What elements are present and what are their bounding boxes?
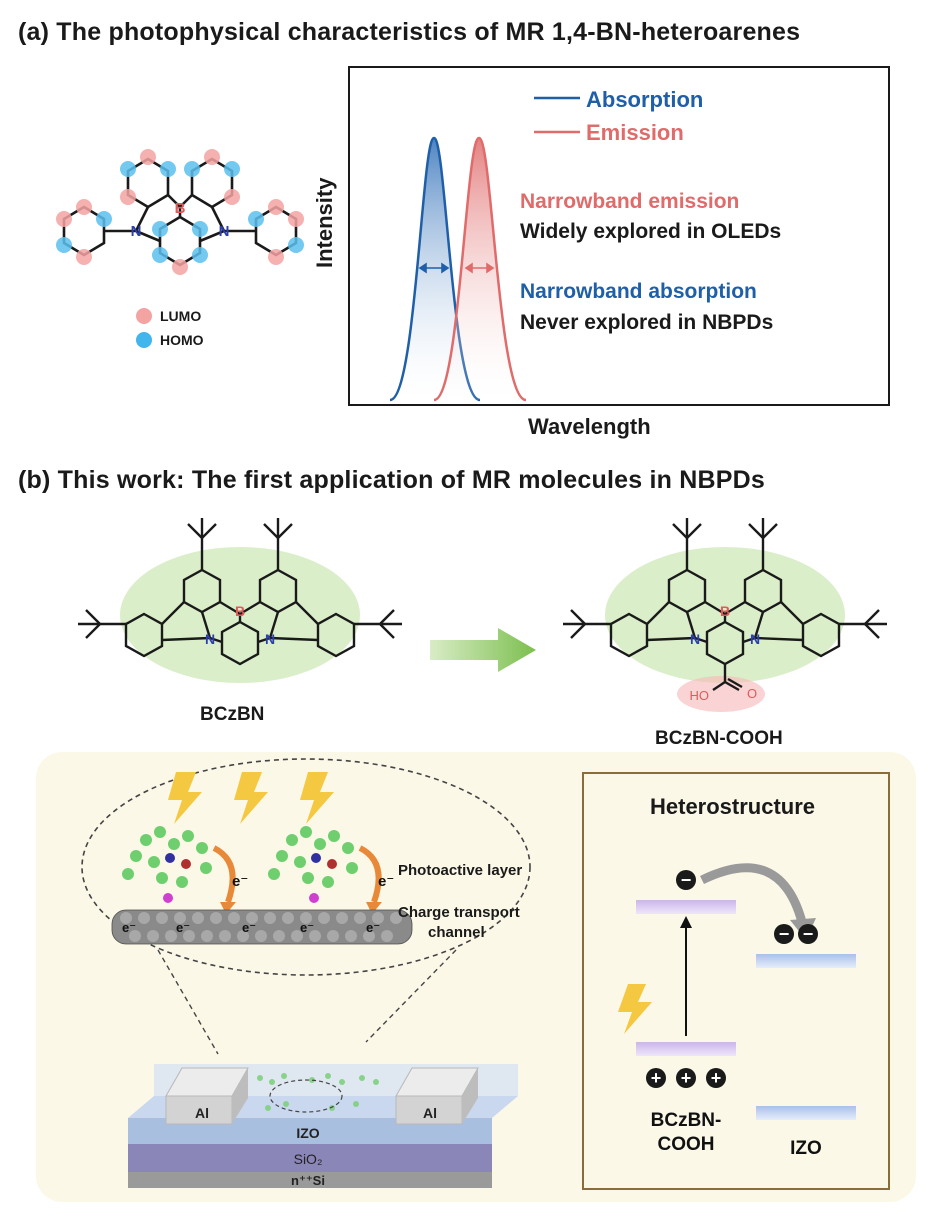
molecule-cluster-left (122, 826, 212, 903)
emission-curve (433, 136, 527, 402)
cooh-ho: HO (690, 688, 710, 703)
chart-ylabel: Intensity (312, 177, 337, 268)
heterostructure-title: Heterostructure (650, 794, 816, 819)
holes-on-donor (646, 1068, 726, 1088)
izo-upper-level (756, 954, 856, 968)
minus-sign: − (779, 924, 790, 944)
electron-label: e⁻ (242, 920, 256, 935)
channel-label-line1: Charge transport (398, 904, 520, 921)
electrons-on-izo (774, 924, 818, 944)
mr-heteroarene-structure: B N N (56, 149, 304, 275)
minus-sign: − (803, 924, 814, 944)
donor-label-line1: BCzBN- (651, 1110, 722, 1131)
emission-legend-label: Emission (586, 120, 684, 145)
panel-b-heading: (b) This work: The first application of … (18, 466, 765, 494)
acceptor-label: IZO (790, 1138, 822, 1159)
electron-label-transfer-left: e⁻ (232, 873, 248, 890)
bczbn-boron: B (235, 603, 245, 619)
absorption-legend-label: Absorption (586, 87, 703, 112)
channel-label-line2: channel (428, 924, 485, 941)
nitrogen-atom-right: N (219, 223, 230, 240)
emission-fwhm-arrow (464, 262, 495, 274)
note-absorption-text: Never explored in NBPDs (520, 311, 773, 334)
heterostructure-box (582, 772, 890, 1190)
electron-label: e⁻ (176, 920, 190, 935)
nitrogen-atom-left: N (131, 223, 142, 240)
electrode-right-label: Al (423, 1105, 437, 1121)
conversion-arrow (430, 628, 536, 672)
donor-label-line2: COOH (658, 1134, 715, 1155)
sio2-layer-front (128, 1144, 492, 1172)
plus-sign: + (711, 1068, 722, 1088)
plus-sign: + (681, 1068, 692, 1088)
note-emission-text: Widely explored in OLEDs (520, 220, 781, 243)
plus-sign: + (651, 1068, 662, 1088)
sio2-layer-label: SiO₂ (294, 1151, 323, 1167)
bczbn-cooh-nitrogen-left: N (690, 631, 700, 647)
panel-a-heading: (a) The photophysical characteristics of… (18, 18, 801, 46)
minus-sign: − (681, 870, 692, 890)
si-layer-label: n⁺⁺Si (291, 1173, 325, 1188)
electron-on-donor (676, 870, 696, 890)
boron-atom: B (175, 200, 186, 217)
note-emission-title: Narrowband emission (520, 190, 739, 213)
photodetector-device: e⁻ e⁻ e⁻ e⁻ e⁻ e⁻ e⁻ Al Al IZO SiO₂ n⁺⁺S… (81, 758, 531, 1188)
band-diagram: − − − + + + BCzBN- COOH IZO (618, 863, 856, 1159)
bczbn-cooh-nitrogen-right: N (750, 631, 760, 647)
donor-lumo-level (636, 900, 736, 914)
transfer-arrow-right (358, 845, 382, 903)
izo-layer-label: IZO (296, 1125, 319, 1141)
bczbn-cooh-name: BCzBN-COOH (655, 728, 783, 749)
channel-atoms (120, 912, 402, 942)
donor-homo-level (636, 1042, 736, 1056)
lumo-label: LUMO (160, 308, 202, 324)
electron-label: e⁻ (300, 920, 314, 935)
bczbn-nitrogen-right: N (265, 631, 275, 647)
zoom-ellipse (81, 758, 531, 976)
electrode-left-label: Al (195, 1105, 209, 1121)
lumo-swatch (136, 308, 152, 324)
si-layer-front (128, 1172, 492, 1188)
izo-lower-level (756, 1106, 856, 1120)
bczbn-name: BCzBN (200, 704, 265, 725)
electron-label-transfer-right: e⁻ (378, 873, 394, 890)
light-bolts (168, 772, 334, 824)
bczbn-structure: B N N (78, 518, 402, 683)
bczbn-cooh-boron: B (720, 603, 730, 619)
homo-label: HOMO (160, 332, 204, 348)
bczbn-cooh-structure: B N N HO O (563, 518, 887, 712)
electron-label: e⁻ (122, 920, 136, 935)
bczbn-nitrogen-left: N (205, 631, 215, 647)
electron-label: e⁻ (366, 920, 380, 935)
homo-swatch (136, 332, 152, 348)
spectrum-chart: Absorption Emission Narrowband emission … (348, 66, 890, 406)
absorption-fwhm-arrow (418, 262, 450, 274)
molecule-cluster-right (268, 826, 358, 903)
light-bolt-icon (618, 984, 652, 1034)
note-absorption-title: Narrowband absorption (520, 280, 757, 303)
photoactive-layer-label: Photoactive layer (398, 862, 523, 879)
orbital-legend: LUMO HOMO (136, 308, 204, 348)
transfer-arrow-left (212, 845, 236, 903)
emission-area (434, 137, 526, 400)
charge-transfer-arrow (700, 863, 807, 924)
chart-xlabel: Wavelength (528, 414, 651, 439)
cooh-o: O (747, 686, 757, 701)
